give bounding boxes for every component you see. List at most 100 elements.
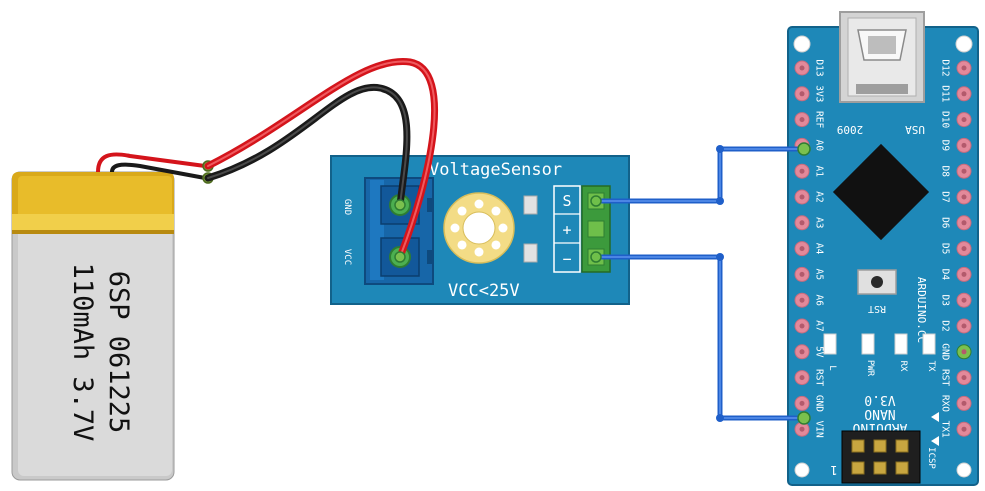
wire-bend-2 (716, 197, 724, 205)
led-rx-label: RX (898, 361, 908, 372)
wire-end-a0 (797, 142, 811, 156)
right-pin-label: D7 (940, 191, 951, 202)
battery-black-lead (110, 162, 206, 180)
icsp-pin (895, 439, 909, 453)
right-pin-label: D12 (940, 59, 951, 76)
battery-red-lead (96, 152, 206, 173)
left-pin-hole (799, 168, 805, 174)
left-pin-label: A4 (814, 243, 825, 255)
right-pin-label: D2 (940, 320, 951, 331)
sensor-vcc-label: VCC (342, 249, 352, 265)
left-pin-label: A7 (814, 320, 825, 331)
reset-button (857, 269, 897, 295)
sensor-pin-plus (587, 220, 605, 238)
nano-name-line3: V3.0 (864, 392, 895, 407)
right-pin-label: RXO (940, 395, 951, 412)
nano-mount-hole-br (956, 462, 972, 478)
mounting-hole-via (498, 223, 508, 233)
mounting-hole-via (491, 206, 501, 216)
left-pin-hole (799, 297, 805, 303)
led-tx (922, 333, 936, 355)
mounting-hole-via (457, 240, 467, 250)
voltage-sensor-module: VoltageSensor VCC<25V GND VCC (330, 155, 630, 305)
left-pin-hole (799, 271, 805, 277)
right-pin-hole (961, 323, 967, 329)
led-l-label: L (827, 365, 837, 370)
left-pin-label: RST (814, 369, 825, 386)
nano-leds (823, 333, 936, 355)
lipo-battery: 6SP 061225 110mAh 3.7V (11, 171, 175, 481)
icsp-header (841, 430, 921, 484)
right-pin-label: D11 (940, 85, 951, 102)
rx-arrow-icon (931, 412, 939, 422)
nano-mount-hole-bl (794, 462, 810, 478)
left-pin-label: A6 (814, 294, 825, 306)
led-pwr (861, 333, 875, 355)
left-pin-hole (799, 117, 805, 123)
mounting-hole-via (474, 199, 484, 209)
nano-year-label: 2009 (837, 123, 864, 136)
mounting-hole-via (450, 223, 460, 233)
icsp-pin (873, 439, 887, 453)
icsp-pin (873, 461, 887, 475)
icsp-pin (895, 461, 909, 475)
nano-name-line2: NANO (864, 406, 895, 421)
right-pin-hole (961, 271, 967, 277)
sensor-gnd-label: GND (342, 199, 352, 215)
icsp-pin (851, 461, 865, 475)
left-pin-hole (799, 426, 805, 432)
right-pin-label: D5 (940, 243, 951, 254)
left-pin-row (794, 60, 810, 437)
left-pin-hole (799, 220, 805, 226)
right-pin-label: D8 (940, 165, 951, 177)
resistor-r2 (523, 243, 538, 263)
right-pin-hole (961, 194, 967, 200)
resistor-r1 (523, 195, 538, 215)
mounting-hole-via (457, 206, 467, 216)
right-pin-label: D9 (940, 140, 951, 152)
sensor-pin-plus-label: + (562, 221, 571, 239)
right-pin-hole (961, 375, 967, 381)
usb-mini-connector (839, 11, 925, 103)
right-pin-label: D4 (940, 269, 951, 281)
right-pin-hole (961, 246, 967, 252)
left-pin-label: A3 (814, 217, 825, 228)
left-pin-hole (799, 375, 805, 381)
sensor-pin-s-label: S (562, 192, 571, 210)
wire-end-signal (590, 195, 602, 207)
right-pin-row (956, 60, 972, 437)
right-pin-hole (961, 65, 967, 71)
left-pin-label: VIN (814, 421, 825, 438)
right-pin-label: RST (940, 369, 951, 386)
nano-mount-hole-tr (955, 35, 973, 53)
left-pin-label: D13 (814, 59, 825, 76)
mounting-hole-via (491, 240, 501, 250)
left-pin-hole (799, 65, 805, 71)
right-pin-hole (961, 117, 967, 123)
right-pin-hole (961, 220, 967, 226)
led-pwr-label: PWR (865, 360, 875, 377)
right-pin-label: D6 (940, 217, 951, 229)
black-wire-highlight (207, 86, 408, 206)
wire-bend-3 (716, 253, 724, 261)
left-pin-label: GND (814, 395, 825, 412)
sensor-pin-minus-label: − (562, 250, 571, 268)
right-pin-label: D10 (940, 111, 951, 128)
left-pin-label: A5 (814, 269, 825, 280)
battery-label-line2: 110mAh 3.7V (67, 263, 98, 442)
right-pin-hole (961, 142, 967, 148)
left-pin-label: REF (814, 111, 825, 128)
icsp-pin (851, 439, 865, 453)
icsp-label: ICSP (926, 447, 936, 469)
wire-end-gnd (797, 411, 811, 425)
left-pin-label: A1 (814, 165, 825, 177)
right-pin-hole (961, 426, 967, 432)
left-pin-label: A0 (814, 140, 825, 152)
wire-bend-4 (716, 414, 724, 422)
left-pin-label: 3V3 (814, 85, 825, 102)
left-pin-hole (799, 91, 805, 97)
left-pin-hole (799, 194, 805, 200)
